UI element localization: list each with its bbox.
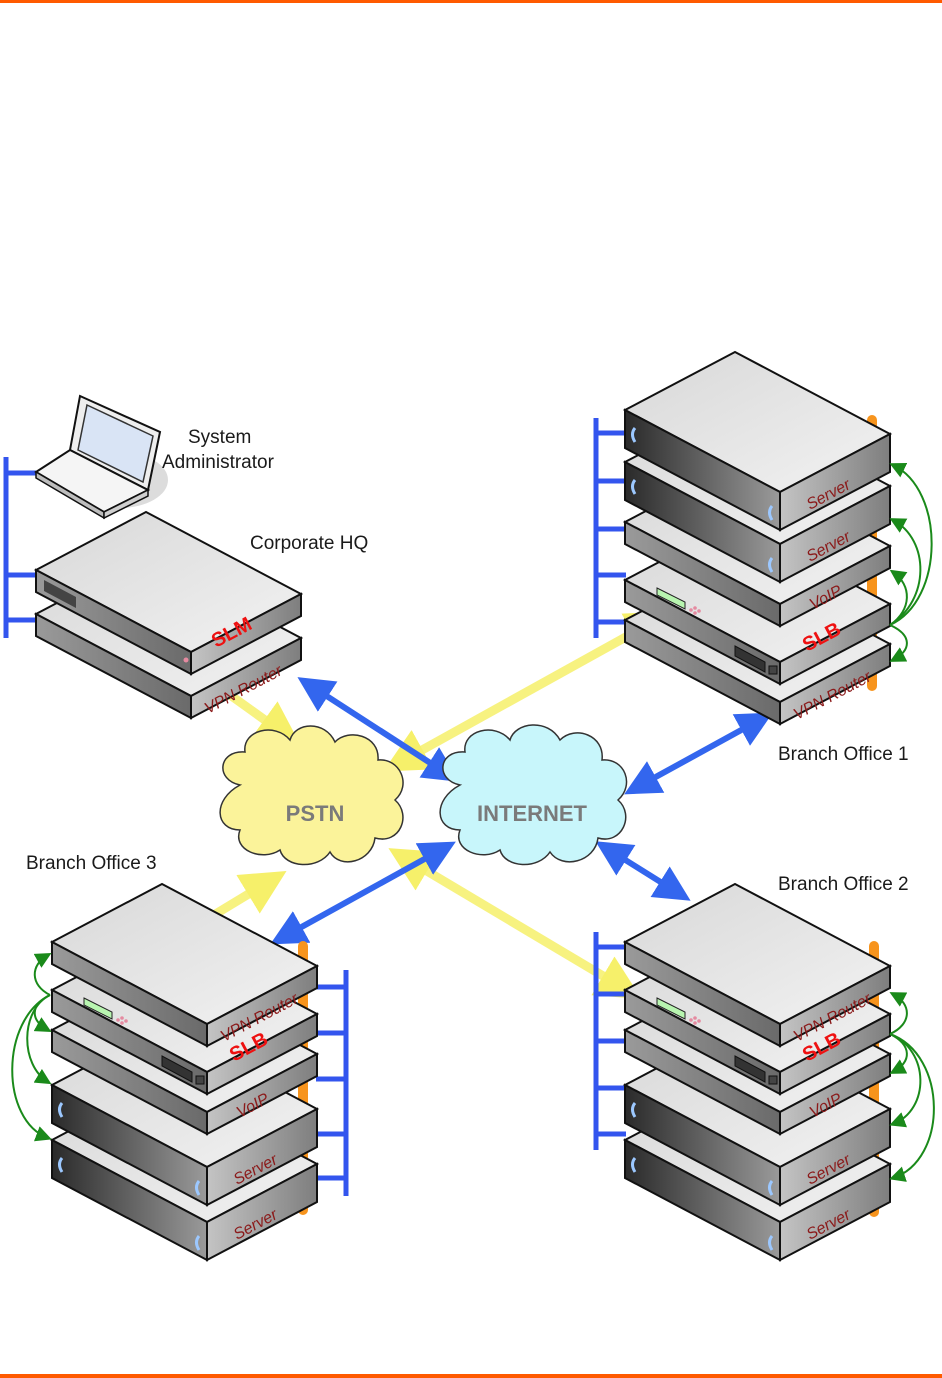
admin-label-line1: System <box>188 427 251 448</box>
branch2-lan-bus <box>593 932 626 1150</box>
top-rule <box>0 0 942 3</box>
site-branch2: Branch Office 2 Server Server VoIP SLB V… <box>593 874 935 1262</box>
branch3-lan-bus <box>316 970 349 1196</box>
site-branch3: Branch Office 3 Server Server VoIP SLB V… <box>11 853 349 1262</box>
branch3-title: Branch Office 3 <box>26 853 157 874</box>
bottom-rule <box>0 1374 942 1378</box>
site-branch1: VPN Router SLB VoIP Server Server Branch… <box>593 350 933 765</box>
pstn-label: PSTN <box>286 801 345 826</box>
branch1-lan-bus <box>593 418 626 638</box>
internet-link-branch3 <box>270 841 456 945</box>
internet-link-branch1 <box>624 712 773 795</box>
branch2-failover-arcs <box>889 992 935 1182</box>
hq-title: Corporate HQ <box>250 533 368 554</box>
pstn-cloud: PSTN <box>219 725 404 866</box>
internet-cloud: INTERNET <box>439 724 628 866</box>
branch3-slb: SLB <box>51 931 318 1095</box>
branch3-failover-arcs <box>11 953 52 1142</box>
internet-label: INTERNET <box>477 801 588 826</box>
branch2-title: Branch Office 2 <box>778 874 909 895</box>
branch1-title: Branch Office 1 <box>778 744 909 765</box>
hq-lan-bus <box>3 457 36 638</box>
branch2-slb: SLB <box>624 931 891 1095</box>
branch1-failover-arcs <box>889 463 933 662</box>
internet-link-hq <box>297 677 460 782</box>
branch1-slb: SLB <box>624 521 891 685</box>
laptop-icon <box>34 394 168 520</box>
site-hq: System Administrator Corporate HQ VPN Ro… <box>3 394 368 719</box>
internet-link-branch2 <box>595 841 691 901</box>
admin-label-line2: Administrator <box>162 452 275 473</box>
